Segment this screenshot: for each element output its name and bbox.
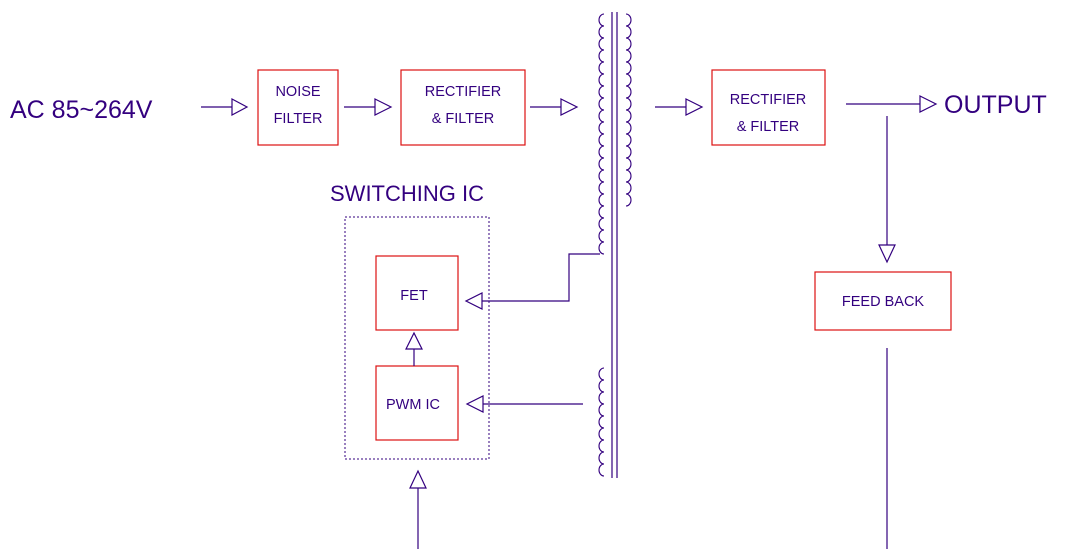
pwm-ic-block: PWM IC [375, 365, 459, 441]
arrow-feedback-to-switching-ic [409, 469, 427, 549]
auxiliary-winding [598, 367, 605, 477]
secondary-winding [625, 13, 632, 207]
feedback-block: FEED BACK [814, 271, 952, 331]
secondary-rectifier-block: RECTIFIER & FILTER [711, 69, 826, 146]
noise-filter-label-2: FILTER [274, 111, 323, 127]
noise-filter-block: NOISE FILTER [257, 69, 339, 146]
noise-filter-label-1: NOISE [275, 84, 320, 100]
input-arrow [201, 98, 249, 116]
secondary-rectifier-label-2: & FILTER [737, 119, 800, 135]
switching-ic-label: SWITCHING IC [330, 181, 484, 206]
arrow-rectifier-to-transformer [530, 98, 579, 116]
feedback-sense-arrow [878, 116, 896, 264]
secondary-rectifier-label-1: RECTIFIER [730, 92, 807, 108]
feedback-label: FEED BACK [842, 294, 925, 310]
pwm-ic-label: PWM IC [386, 397, 440, 413]
arrow-noise-to-rectifier [344, 98, 393, 116]
output-arrow [846, 95, 938, 113]
switching-ic-boundary [344, 216, 490, 460]
fet-label: FET [400, 288, 428, 304]
arrow-pwm-to-fet [405, 331, 423, 366]
output-label: OUTPUT [944, 91, 1047, 119]
arrow-transformer-to-rectifier [655, 98, 704, 116]
primary-rectifier-label-2: & FILTER [432, 111, 495, 127]
fet-block: FET [375, 255, 459, 331]
input-label: AC 85~264V [10, 96, 153, 124]
primary-winding [598, 13, 605, 255]
arrow-transformer-to-fet [464, 253, 600, 310]
primary-rectifier-label-1: RECTIFIER [425, 84, 502, 100]
transformer [598, 12, 632, 478]
arrow-aux-to-pwm [465, 395, 583, 413]
primary-rectifier-block: RECTIFIER & FILTER [400, 69, 526, 146]
